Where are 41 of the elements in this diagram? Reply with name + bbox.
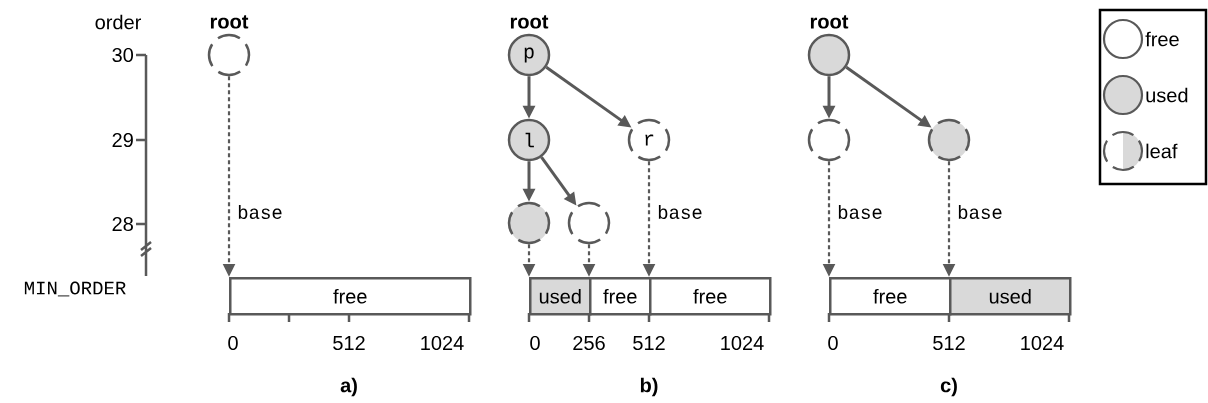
legend-label: leaf [1146, 143, 1178, 159]
edge-label: base [236, 204, 284, 220]
tick-label: 28 [112, 216, 133, 232]
memory-block: free [829, 277, 952, 316]
tick-label: 256 [573, 335, 605, 351]
tick-label: 512 [933, 335, 965, 351]
tick-label: 0 [828, 335, 838, 351]
tick-label: 512 [633, 335, 665, 351]
root-label: root [510, 15, 549, 29]
tick-label: 30 [112, 47, 133, 63]
axis-label: order [95, 14, 141, 30]
tick-label: 0 [228, 335, 238, 351]
tree-node: p [507, 33, 551, 77]
leaf-node [507, 201, 551, 245]
memory-block: free [649, 277, 772, 316]
leaf-node [567, 201, 611, 245]
tree-node: l [507, 118, 551, 162]
root-label: root [210, 15, 249, 29]
legend-label: free [1145, 31, 1179, 47]
panel-label: b) [640, 377, 658, 397]
memory-block: free [229, 277, 472, 316]
axis-label: MIN_ORDER [24, 281, 126, 297]
panel-label: c) [940, 377, 957, 397]
root-label: root [810, 15, 849, 29]
panel-label: a) [340, 377, 357, 397]
tick-label: 0 [530, 335, 540, 351]
tick-label: 29 [112, 132, 133, 148]
edge-label: base [836, 204, 884, 220]
leaf-node [807, 118, 851, 162]
leaf-node: r [627, 118, 671, 162]
edge-label: base [656, 204, 704, 220]
tick-label: 1024 [721, 335, 764, 351]
memory-block: used [529, 277, 592, 316]
edge-label: base [956, 204, 1004, 220]
memory-block: free [589, 277, 652, 316]
tick-label: 1024 [1021, 335, 1064, 351]
legend-label: used [1146, 87, 1188, 103]
tick-label: 512 [333, 335, 365, 351]
memory-block: used [949, 277, 1072, 316]
tick-label: 1024 [421, 335, 464, 351]
leaf-node [927, 118, 971, 162]
